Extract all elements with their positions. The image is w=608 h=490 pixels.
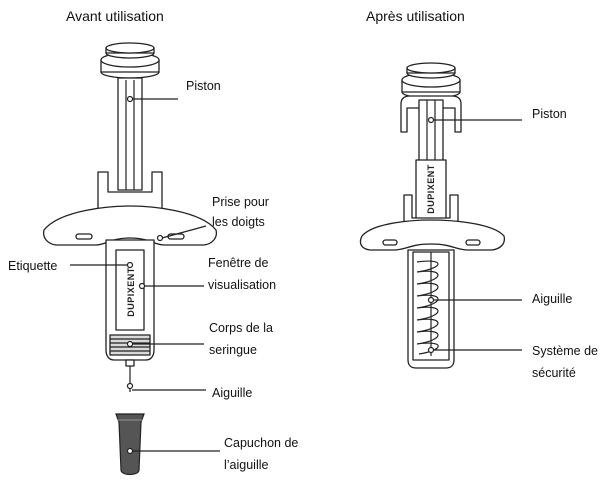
label-needle-after: Aiguille xyxy=(532,292,573,306)
label-body-line2: seringue xyxy=(209,343,257,357)
label-piston-before: Piston xyxy=(186,79,221,93)
label-body-line1: Corps de la xyxy=(209,321,273,335)
leader-lines-before xyxy=(70,95,220,455)
label-safety-line2: sécurité xyxy=(532,366,576,380)
label-cap-line2: l’aiguille xyxy=(224,458,269,472)
spring-after xyxy=(416,260,439,355)
needle-cap xyxy=(115,413,145,476)
title-after: Après utilisation xyxy=(366,8,465,24)
label-window-line2: visualisation xyxy=(208,278,277,292)
hooks-after xyxy=(400,95,462,133)
plunger-head-before xyxy=(100,42,160,79)
label-finger-grip-line1: Prise pour xyxy=(212,195,269,209)
title-before: Avant utilisation xyxy=(66,8,164,24)
plunger-head-after xyxy=(401,62,461,99)
leader-lines-after xyxy=(427,116,522,354)
brand-label-before: DUPIXENT xyxy=(126,267,136,317)
label-finger-grip-line2: les doigts xyxy=(212,215,265,229)
label-etiquette: Etiquette xyxy=(8,259,58,273)
label-window-line1: Fenêtre de xyxy=(208,256,269,270)
label-cap-line1: Capuchon de xyxy=(224,436,299,450)
label-piston-after: Piston xyxy=(532,107,567,121)
syringe-after xyxy=(359,62,506,369)
finger-grip-after xyxy=(359,219,506,251)
plunger-rod-before xyxy=(117,77,143,191)
finger-grip-before xyxy=(42,205,218,246)
brand-label-after: DUPIXENT xyxy=(426,164,436,214)
label-needle-before: Aiguille xyxy=(212,386,253,400)
label-safety-line1: Système de xyxy=(532,344,599,358)
